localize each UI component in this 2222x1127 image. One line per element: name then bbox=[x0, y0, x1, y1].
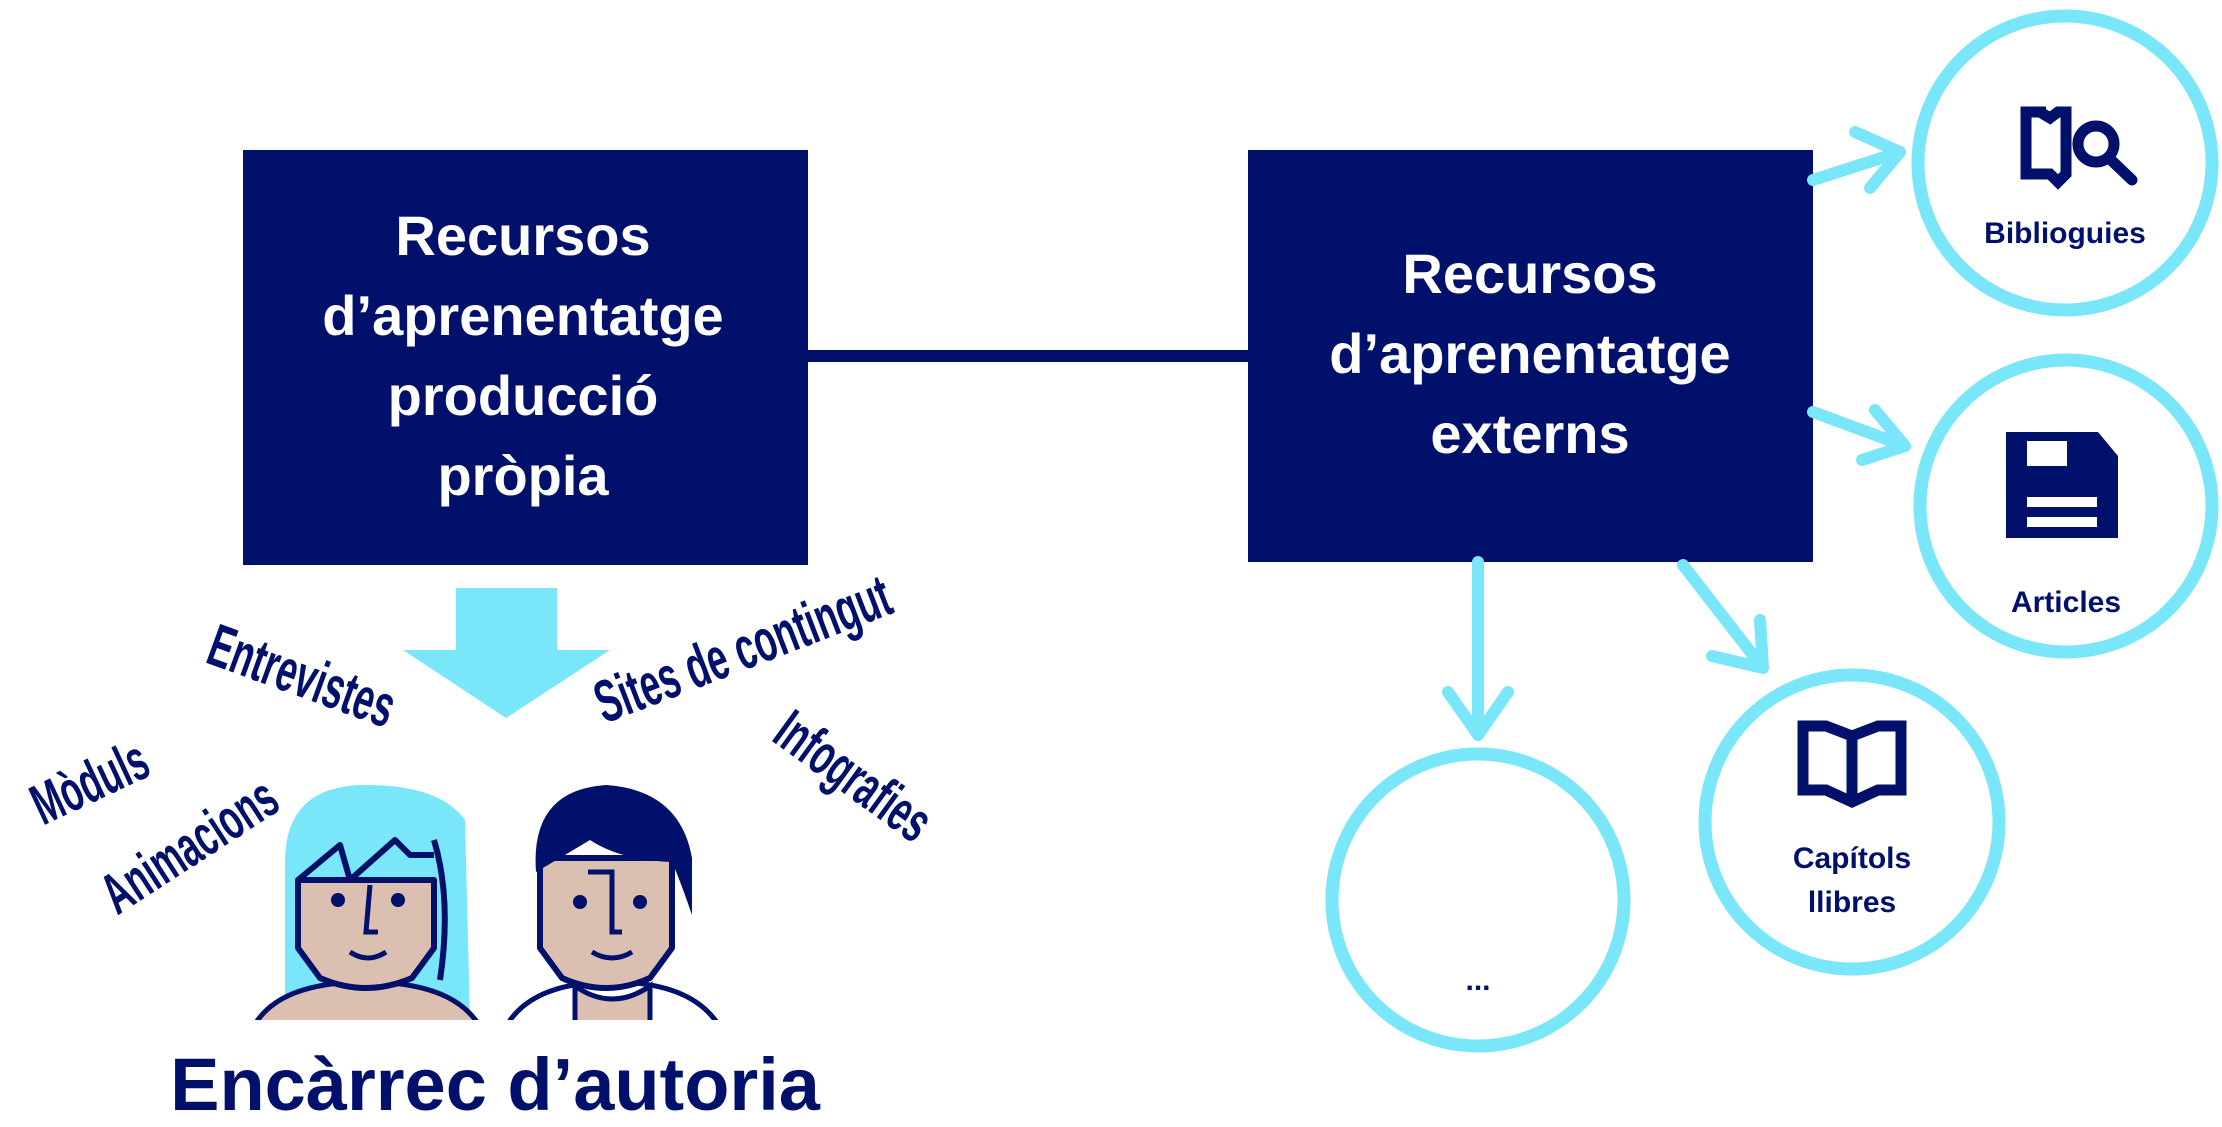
articles-label: Articles bbox=[2011, 586, 2121, 619]
external-resources-line-3: externs bbox=[1430, 402, 1629, 465]
author-avatar-1 bbox=[254, 785, 479, 1020]
circle-articles: Articles bbox=[1913, 353, 2219, 659]
biblioguies-label: Biblioguies bbox=[1984, 217, 2146, 250]
arrow-to-more bbox=[1442, 556, 1514, 741]
document-icon bbox=[2006, 432, 2118, 538]
circle-capitols: Capítols llibres bbox=[1698, 668, 2006, 976]
author-avatar-2 bbox=[507, 785, 719, 1020]
tag-sites: Sites de contingut bbox=[585, 562, 900, 736]
circle-more: ... bbox=[1325, 747, 1631, 1053]
arrow-to-biblioguies bbox=[1807, 126, 1906, 194]
capitols-label-line-1: Capítols bbox=[1793, 842, 1911, 875]
tag-infografies: Infografies bbox=[762, 699, 944, 856]
tag-moduls: Mòduls bbox=[21, 728, 159, 838]
book-search-icon bbox=[2020, 106, 2138, 190]
arrow-to-capitols bbox=[1677, 559, 1769, 674]
own-resources-line-3: producció bbox=[388, 364, 659, 427]
own-resources-node: Recursos d’aprenentatge producció pròpia bbox=[243, 150, 808, 565]
external-resources-line-1: Recursos bbox=[1402, 242, 1657, 305]
own-resources-line-4: pròpia bbox=[437, 444, 609, 507]
capitols-label-line-2: llibres bbox=[1808, 886, 1896, 919]
own-resources-line-1: Recursos bbox=[395, 204, 650, 267]
tag-entrevistes: Entrevistes bbox=[199, 612, 404, 741]
external-resources-line-2: d’aprenentatge bbox=[1329, 322, 1730, 385]
external-resources-node: Recursos d’aprenentatge externs bbox=[1248, 150, 1813, 562]
own-resources-line-2: d’aprenentatge bbox=[322, 284, 723, 347]
more-label: ... bbox=[1465, 964, 1490, 997]
circle-biblioguies: Biblioguies bbox=[1911, 9, 2219, 317]
arrow-to-articles bbox=[1807, 404, 1911, 466]
authorship-caption: Encàrrec d’autoria bbox=[170, 1043, 821, 1126]
open-book-icon bbox=[1797, 720, 1907, 809]
down-arrow bbox=[403, 588, 610, 718]
